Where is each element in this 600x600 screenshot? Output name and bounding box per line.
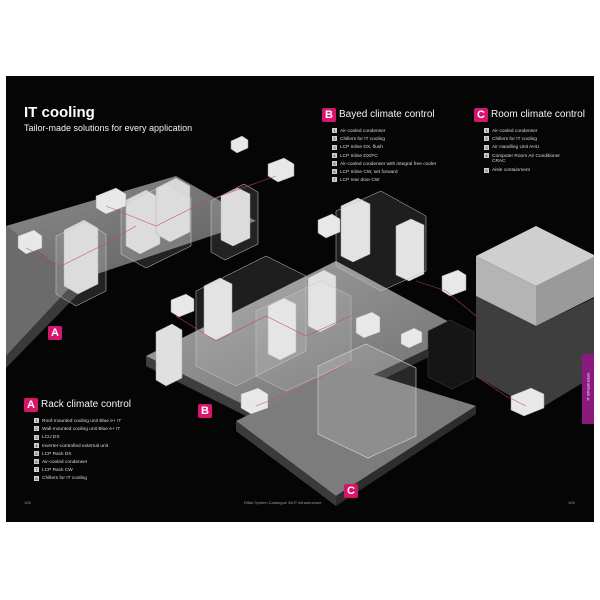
number-badge: 1 [332,128,337,134]
page-number-left: 108 [24,500,31,505]
number-badge: 5 [34,451,39,457]
number-badge: 4 [484,152,489,158]
cabinets-zone-a [63,177,251,295]
chapter-side-tab: IT infrastructure [582,354,594,424]
zone-label-c: C [344,484,358,498]
number-badge: 3 [34,434,39,440]
cabinets-zone-b [155,197,425,387]
number-badge: 5 [484,167,489,173]
section-letter-badge: C [474,107,488,122]
chapter-tab-label: IT infrastructure [585,372,591,401]
number-badge: 7 [332,177,337,183]
number-badge: 7 [34,467,39,473]
zone-label-a: A [48,326,62,340]
catalogue-spread: IT cooling Tailor-made solutions for eve… [6,76,594,522]
glass-enclosure-c [317,343,417,459]
section-title: Rack climate control [41,399,132,411]
outdoor-units-b [170,213,467,415]
number-badge: 6 [332,169,337,175]
number-badge: 4 [332,152,337,158]
number-badge: 6 [34,459,39,465]
outdoor-units-c [510,387,545,417]
racks-zone-c [427,319,475,390]
number-badge: 2 [34,426,39,432]
number-badge: 8 [34,475,39,481]
number-badge: 3 [484,144,489,150]
number-badge: 4 [34,442,39,448]
number-badge: 5 [332,161,337,167]
section-letter-badge: A [24,397,38,412]
footer-catalogue: Rittal System Catalogue 36/IT infrastruc… [244,500,322,505]
zone-label-b: B [198,404,212,418]
glass-enclosures-b [195,190,427,392]
section-title: Bayed climate control [339,109,435,121]
number-badge: 2 [484,136,489,142]
number-badge: 3 [332,144,337,150]
number-badge: 1 [484,128,489,134]
outdoor-units-a [17,135,295,255]
section-title: Room climate control [491,109,585,121]
cooling-pipes [25,175,527,407]
page-number-right: 109 [568,500,575,505]
page-title: IT cooling [24,104,95,121]
data-centre-illustration [6,135,594,506]
number-badge: 1 [34,418,39,424]
page-subtitle: Tailor-made solutions for every applicat… [24,123,193,133]
number-badge: 2 [332,136,337,142]
section-letter-badge: B [322,107,336,122]
